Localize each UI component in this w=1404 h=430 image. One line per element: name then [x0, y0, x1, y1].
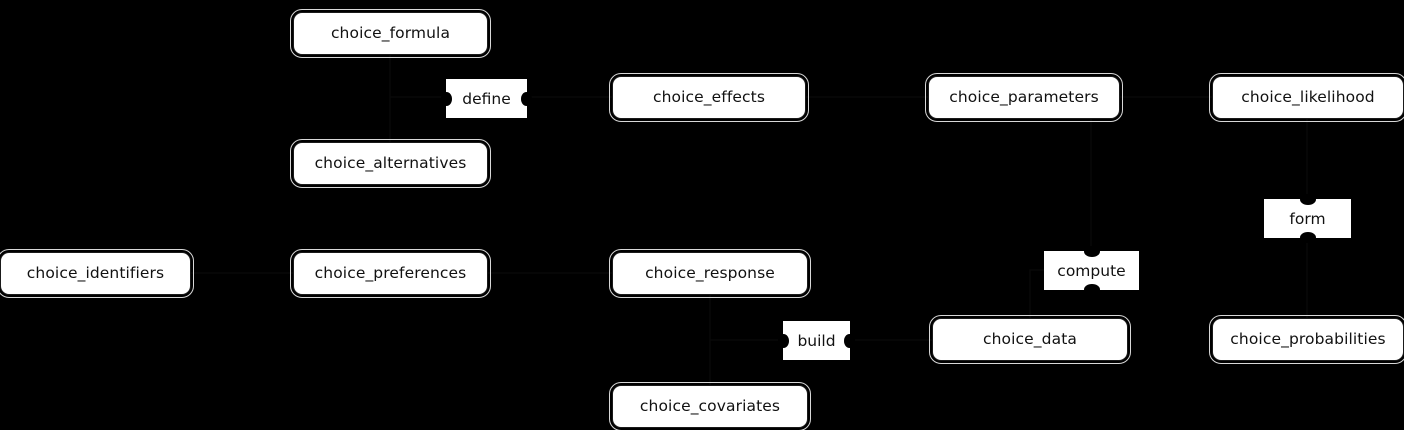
node-choice_covariates[interactable]: choice_covariates [609, 382, 811, 430]
node-choice_data[interactable]: choice_data [929, 315, 1131, 364]
node-label: choice_response [645, 263, 775, 282]
node-choice_formula[interactable]: choice_formula [290, 9, 491, 58]
edge-choice_formula-to-choice_effects [389, 55, 446, 98]
node-label: choice_effects [652, 87, 765, 106]
node-choice_identifiers[interactable]: choice_identifiers [0, 249, 194, 298]
node-label: choice_preferences [314, 263, 467, 282]
edge-label-compute: compute [1044, 246, 1139, 295]
node-label: choice_identifiers [26, 263, 165, 282]
edge-choice_data-to-compute [1029, 269, 1044, 318]
edge-label-build: build [778, 321, 855, 360]
node-label: choice_covariates [639, 396, 781, 415]
edge-label-notch-icon [844, 333, 855, 348]
edge-choice_response-to-build [709, 295, 783, 341]
edge-label-notch-icon [1083, 246, 1100, 257]
edge-label-form: form [1264, 194, 1351, 243]
node-label: choice_parameters [949, 87, 1099, 106]
node-label: choice_alternatives [314, 153, 467, 172]
edge-label-text: compute [1057, 261, 1126, 280]
node-choice_probabilities[interactable]: choice_probabilities [1209, 315, 1404, 364]
node-choice_response[interactable]: choice_response [609, 249, 811, 298]
edge-label-define: define [441, 79, 532, 118]
edge-label-text: build [797, 331, 836, 350]
edge-label-notch-icon [1299, 194, 1316, 205]
node-label: choice_likelihood [1241, 87, 1375, 106]
node-choice_likelihood[interactable]: choice_likelihood [1209, 73, 1404, 122]
node-choice_alternatives[interactable]: choice_alternatives [290, 139, 491, 188]
node-label: choice_probabilities [1230, 329, 1386, 348]
node-label: choice_data [983, 329, 1077, 348]
node-choice_parameters[interactable]: choice_parameters [925, 73, 1123, 122]
edge-label-text: define [462, 89, 511, 108]
node-choice_effects[interactable]: choice_effects [609, 73, 809, 122]
edge-label-notch-icon [441, 91, 452, 106]
node-label: choice_formula [330, 23, 451, 42]
edge-label-notch-icon [1083, 284, 1100, 295]
edge-label-text: form [1289, 209, 1326, 228]
edge-label-notch-icon [778, 333, 789, 348]
edge-label-notch-icon [521, 91, 532, 106]
node-choice_preferences[interactable]: choice_preferences [290, 249, 491, 298]
edge-label-notch-icon [1299, 232, 1316, 243]
